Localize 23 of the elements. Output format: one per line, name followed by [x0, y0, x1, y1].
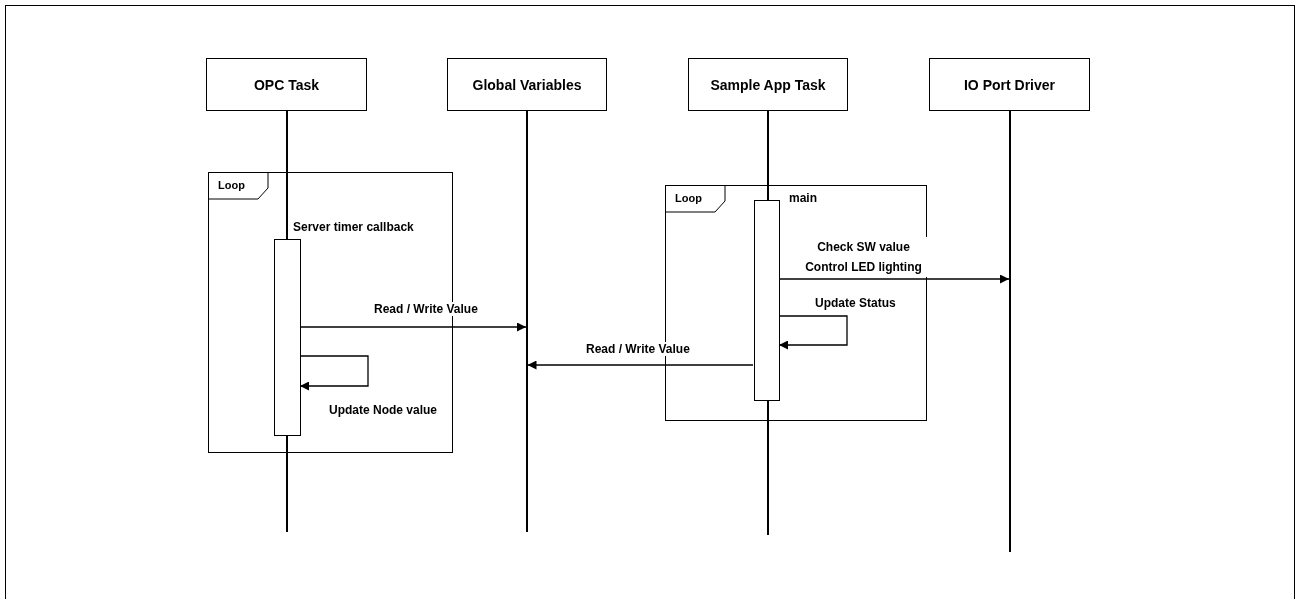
frame-label: Loop	[675, 192, 702, 204]
participant-box: OPC Task	[206, 58, 367, 111]
message-arrow	[299, 322, 527, 332]
activation-label: main	[789, 191, 817, 205]
self-message-arrow	[778, 315, 848, 350]
message-label: Read / Write Value	[586, 342, 690, 356]
message-label: Read / Write Value	[374, 302, 478, 316]
lifeline	[767, 111, 769, 535]
activation-bar	[754, 200, 780, 401]
message-label: Update Node value	[329, 403, 438, 417]
participant-box: Global Variables	[447, 58, 607, 111]
message-label: Update Status	[815, 296, 896, 310]
lifeline	[286, 111, 288, 532]
lifeline	[526, 111, 528, 532]
participant-box: Sample App Task	[688, 58, 848, 111]
participant-box: IO Port Driver	[929, 58, 1090, 111]
lifeline	[1009, 111, 1011, 552]
self-message-arrow	[299, 355, 369, 391]
activation-bar	[274, 239, 301, 436]
message-arrow	[778, 274, 1010, 284]
activation-label: Server timer callback	[293, 220, 414, 234]
message-arrow	[526, 360, 754, 370]
frame-label: Loop	[218, 179, 245, 191]
